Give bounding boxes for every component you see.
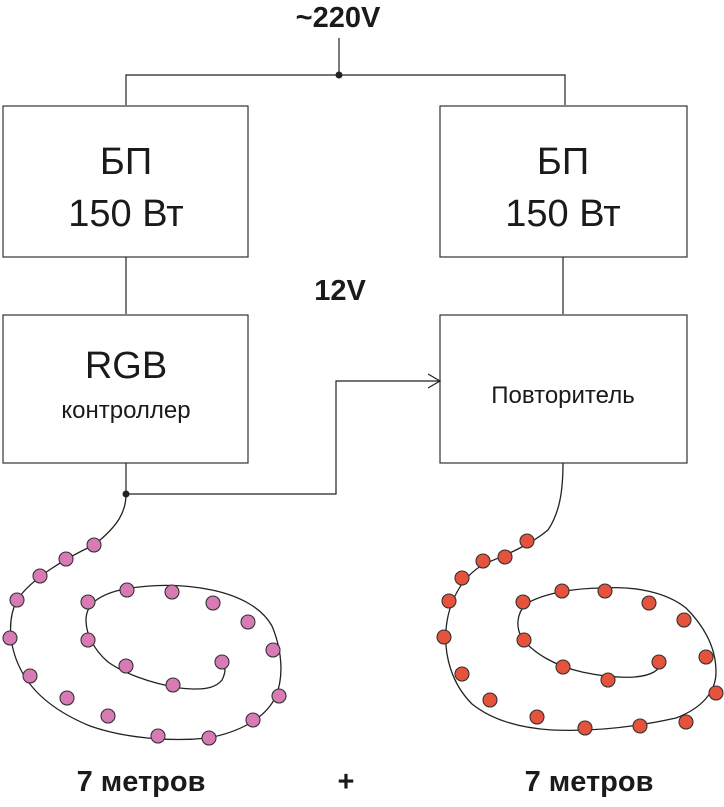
led-left-12 [271, 688, 287, 704]
led-right-18 [554, 583, 570, 599]
led-right-1 [519, 533, 535, 549]
rgb-controller-box [2, 314, 249, 464]
led-right-13 [708, 685, 724, 701]
led-strip-left [2, 493, 287, 746]
led-left-4 [9, 592, 25, 608]
bus-voltage-label: 12V [314, 275, 366, 307]
strip-left-length-label: 7 метров [77, 766, 206, 798]
led-right-17 [597, 583, 613, 599]
led-left-13 [265, 642, 281, 658]
mains-wire [125, 74, 566, 105]
psu-left-block: БП 150 Вт [2, 105, 249, 258]
led-left-21 [165, 677, 181, 693]
led-left-10 [201, 730, 217, 746]
led-left-18 [80, 594, 96, 610]
led-right-23 [651, 654, 667, 670]
led-right-16 [641, 595, 657, 611]
led-left-11 [245, 712, 261, 728]
led-left-16 [164, 584, 180, 600]
mains-voltage-label: ~220V [296, 2, 381, 34]
strip-right-length-label: 7 метров [525, 766, 654, 798]
led-right-3 [475, 553, 491, 569]
led-right-6 [436, 629, 452, 645]
led-right-20 [516, 632, 532, 648]
led-left-17 [119, 582, 135, 598]
led-strip-right [436, 462, 724, 736]
repeater-title: Повторитель [491, 382, 634, 409]
led-right-15 [676, 612, 692, 628]
repeater-box [439, 314, 688, 464]
led-right-7 [454, 666, 470, 682]
psu-right-box [439, 105, 688, 258]
led-left-9 [150, 728, 166, 744]
plus-sign: + [338, 766, 355, 798]
led-left-20 [118, 658, 134, 674]
rgb-controller-block: RGB контроллер [2, 314, 249, 464]
led-right-11 [632, 718, 648, 734]
psu-right-title: БП [537, 141, 589, 183]
led-left-7 [59, 690, 75, 706]
repeater-block: Повторитель [439, 314, 688, 464]
led-right-22 [600, 672, 616, 688]
led-right-9 [529, 709, 545, 725]
led-right-12 [678, 714, 694, 730]
led-left-22 [214, 654, 230, 670]
led-left-8 [100, 708, 116, 724]
led-right-14 [698, 649, 714, 665]
signal-arrow-head [427, 373, 442, 389]
psu-right-power: 150 Вт [505, 193, 620, 235]
psu-left-power: 150 Вт [68, 193, 183, 235]
led-right-2 [497, 549, 513, 565]
rgb-controller-subtitle: контроллер [61, 397, 190, 424]
led-right-5 [441, 593, 457, 609]
signal-wire-to-repeater [126, 380, 440, 495]
led-right-8 [482, 692, 498, 708]
led-left-15 [205, 595, 221, 611]
led-right-21 [555, 659, 571, 675]
led-right-19 [515, 594, 531, 610]
psu-right-block: БП 150 Вт [439, 105, 688, 258]
led-left-3 [32, 568, 48, 584]
led-left-5 [2, 630, 18, 646]
led-left-1 [86, 537, 102, 553]
led-right-4 [454, 570, 470, 586]
psu-left-title: БП [100, 141, 152, 183]
rgb-controller-title: RGB [85, 345, 167, 387]
led-strip-right-wire [445, 462, 717, 732]
led-left-14 [240, 614, 256, 630]
led-right-10 [577, 720, 593, 736]
led-strip-left-wire [9, 493, 282, 741]
led-left-2 [58, 551, 74, 567]
mains-junction-dot [335, 71, 343, 79]
led-left-19 [80, 632, 96, 648]
led-left-6 [22, 668, 38, 684]
